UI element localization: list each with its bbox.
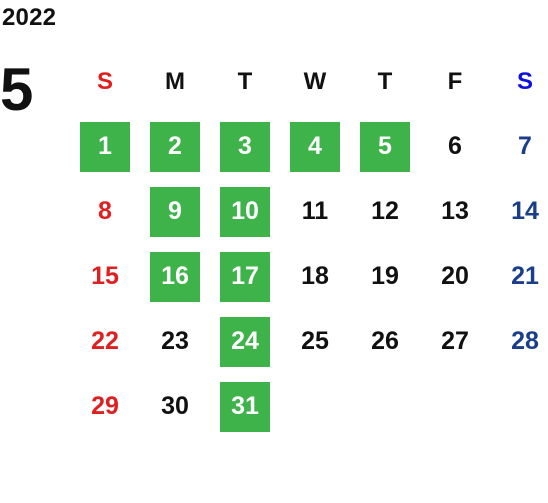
calendar-day[interactable]: 15 <box>70 254 140 319</box>
calendar-day-number: 3 <box>220 121 270 172</box>
calendar-day[interactable]: 10 <box>210 186 280 254</box>
calendar-empty-cell <box>500 382 548 432</box>
weekday-monday: M <box>165 68 185 95</box>
calendar-day[interactable]: 20 <box>420 254 490 319</box>
calendar-day[interactable]: 21 <box>490 254 548 319</box>
calendar-day[interactable]: 30 <box>140 384 210 449</box>
calendar-empty-cell <box>350 384 420 449</box>
calendar-day[interactable]: 1 <box>70 121 140 189</box>
calendar-day-number: 18 <box>301 262 329 290</box>
calendar-day[interactable]: 9 <box>140 186 210 254</box>
calendar-day-number: 11 <box>301 197 329 225</box>
calendar-day-number: 21 <box>511 262 539 290</box>
weekday-header-row: S M T W T F S <box>70 57 540 107</box>
weekday-thursday: T <box>377 68 393 95</box>
weekday-sunday: S <box>96 68 113 95</box>
calendar-day[interactable]: 28 <box>490 319 548 384</box>
calendar-day[interactable]: 16 <box>140 251 210 319</box>
calendar-day-number: 7 <box>518 132 532 160</box>
weekday-saturday: S <box>516 68 533 95</box>
weekday-friday: F <box>447 68 463 95</box>
calendar-day-number: 24 <box>220 316 270 367</box>
calendar-day-number: 28 <box>511 327 539 355</box>
calendar-day[interactable]: 25 <box>280 319 350 384</box>
calendar-day-number: 26 <box>371 327 399 355</box>
calendar-day-number: 13 <box>441 197 469 225</box>
calendar-day[interactable]: 23 <box>140 319 210 384</box>
calendar-day[interactable]: 6 <box>420 124 490 189</box>
calendar-day[interactable]: 17 <box>210 251 280 319</box>
calendar-day[interactable]: 12 <box>350 189 420 254</box>
calendar-day-number: 19 <box>371 262 399 290</box>
calendar-day[interactable]: 4 <box>280 121 350 189</box>
calendar-year: 2022 <box>2 4 57 31</box>
calendar-day[interactable]: 3 <box>210 121 280 189</box>
calendar-day[interactable]: 11 <box>280 189 350 254</box>
calendar-day-number: 14 <box>511 197 539 225</box>
calendar-empty-cell <box>490 384 548 449</box>
calendar-day-number: 30 <box>161 392 189 420</box>
calendar-day-number: 23 <box>161 327 189 355</box>
calendar-day-number: 16 <box>150 251 200 302</box>
calendar-empty-cell <box>360 382 410 432</box>
calendar-day-number: 25 <box>301 327 329 355</box>
calendar-empty-cell <box>430 382 480 432</box>
calendar-day-number: 20 <box>441 262 469 290</box>
calendar-day-number: 9 <box>150 186 200 237</box>
calendar-day[interactable]: 18 <box>280 254 350 319</box>
calendar-day[interactable]: 19 <box>350 254 420 319</box>
calendar-day[interactable]: 22 <box>70 319 140 384</box>
calendar-empty-cell <box>290 382 340 432</box>
calendar-day-number: 15 <box>91 262 119 290</box>
calendar-day[interactable]: 2 <box>140 121 210 189</box>
calendar-day[interactable]: 8 <box>70 189 140 254</box>
calendar-day-number: 4 <box>290 121 340 172</box>
calendar-empty-cell <box>280 384 350 449</box>
weekday-tuesday: T <box>237 68 253 95</box>
calendar-day[interactable]: 27 <box>420 319 490 384</box>
calendar-day-number: 29 <box>91 392 119 420</box>
calendar-day-number: 5 <box>360 121 410 172</box>
calendar-day[interactable]: 13 <box>420 189 490 254</box>
calendar-day-number: 17 <box>220 251 270 302</box>
calendar-day[interactable]: 7 <box>490 124 548 189</box>
calendar-month: 5 <box>0 56 34 123</box>
calendar-empty-cell <box>420 384 490 449</box>
calendar-day[interactable]: 14 <box>490 189 548 254</box>
calendar-day-number: 12 <box>371 197 399 225</box>
calendar-day-number: 6 <box>448 132 462 160</box>
calendar-day-number: 31 <box>220 381 270 432</box>
calendar-day-number: 8 <box>98 197 112 225</box>
weekday-wednesday: W <box>303 68 327 95</box>
calendar-day-number: 2 <box>150 121 200 172</box>
calendar-day[interactable]: 29 <box>70 384 140 449</box>
calendar-day-number: 27 <box>441 327 469 355</box>
calendar-day-number: 22 <box>91 327 119 355</box>
calendar-day-number: 10 <box>220 186 270 237</box>
calendar-day[interactable]: 26 <box>350 319 420 384</box>
calendar-day[interactable]: 5 <box>350 121 420 189</box>
calendar-day-number: 1 <box>80 121 130 172</box>
calendar-day[interactable]: 31 <box>210 381 280 449</box>
calendar-day[interactable]: 24 <box>210 316 280 384</box>
